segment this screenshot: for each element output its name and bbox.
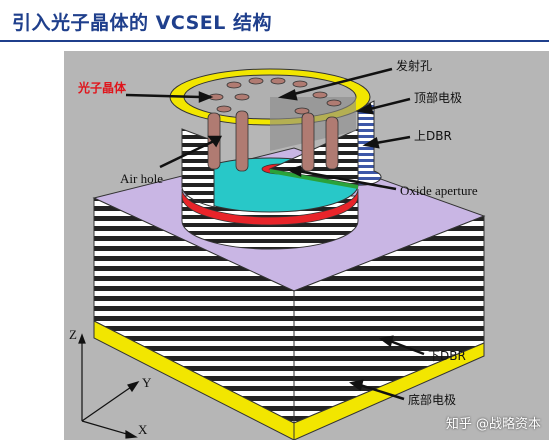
upper-dbr-side <box>181 128 215 208</box>
oxide-layer-ring <box>181 188 359 226</box>
label-emission-hole: 发射孔 <box>396 59 433 73</box>
air-hole <box>326 99 342 107</box>
pillar <box>325 116 339 170</box>
air-hole <box>216 105 232 113</box>
air-hole <box>312 91 328 99</box>
label-bottom-electrode: 底部电极 <box>408 393 457 407</box>
title-rule <box>0 40 549 42</box>
air-hole <box>294 107 310 115</box>
watermark: 知乎 @战略资本 <box>445 417 541 432</box>
vcsel-diagram: 光子晶体 发射孔 顶部电极 上DBR Air hole Oxide apertu… <box>64 51 549 441</box>
axis-label-z: Z <box>69 327 77 342</box>
arrow-photonic-crystal <box>125 93 201 99</box>
bottom-electrode-right <box>293 342 485 441</box>
y-axis <box>81 384 135 422</box>
axis-label-x: X <box>138 422 148 437</box>
label-lower-dbr: 下DBR <box>428 349 466 363</box>
arrow-top-electrode <box>369 97 411 111</box>
air-hole <box>292 80 308 88</box>
arrow-lower-dbr <box>389 339 425 356</box>
label-top-electrode: 顶部电极 <box>414 91 463 105</box>
x-axis <box>81 420 131 436</box>
pillar <box>235 110 249 172</box>
arrow-upper-dbr <box>375 135 411 145</box>
label-photonic-crystal: 光子晶体 <box>78 81 127 95</box>
air-hole-array <box>208 77 342 115</box>
label-air-hole: Air hole <box>120 171 163 186</box>
axis-label-y: Y <box>142 375 152 390</box>
air-hole <box>234 93 250 101</box>
vcsel-diagram-svg <box>78 67 486 441</box>
pillar <box>301 112 315 172</box>
air-hole <box>270 77 286 85</box>
arrow-air-hole <box>159 139 215 169</box>
coordinate-axes <box>78 333 140 439</box>
arrow-bottom-electrode <box>359 383 405 401</box>
air-hole-pillars <box>207 110 339 172</box>
air-hole <box>248 77 264 85</box>
page-title: 引入光子晶体的 VCSEL 结构 <box>12 12 273 34</box>
leader-arrows <box>125 67 425 401</box>
label-upper-dbr: 上DBR <box>414 129 452 143</box>
label-oxide-aperture: Oxide aperture <box>400 183 478 198</box>
air-hole <box>226 81 242 89</box>
green-edge <box>270 169 358 189</box>
arrow-oxide-aperture <box>297 169 397 191</box>
arrow-emission-hole <box>289 67 393 97</box>
